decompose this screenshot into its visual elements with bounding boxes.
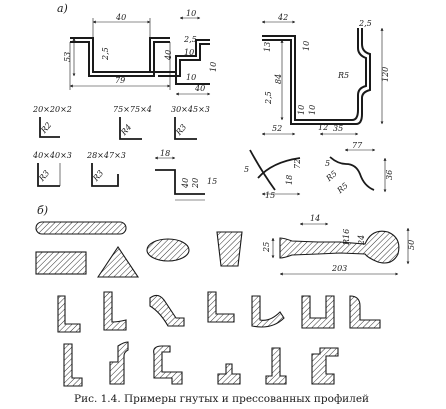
dim-label: R5 bbox=[335, 181, 350, 196]
section-b-label: б) bbox=[37, 204, 48, 217]
profile-stepped-z: 10 2,5 40 10 10 10 40 bbox=[150, 9, 218, 96]
profile-formed-channel: 42 10 2,5 13 84 2,5 R5 120 10 10 12 52 3… bbox=[261, 13, 390, 136]
profile-small-z: 18 15 40 20 bbox=[154, 149, 217, 201]
dim-label: 79 bbox=[115, 76, 125, 85]
dim-label: 18 bbox=[160, 149, 170, 158]
dim-label: 12 bbox=[318, 123, 328, 132]
dim-label: 15 bbox=[265, 191, 275, 200]
dim-label: 10 bbox=[186, 9, 196, 18]
dim-label: 10 bbox=[186, 73, 196, 82]
dim-label: 203 bbox=[331, 264, 347, 273]
dim-label: 14 bbox=[310, 214, 320, 223]
dim-label: 77 bbox=[352, 141, 363, 150]
dim-label: 10 bbox=[209, 62, 218, 72]
dim-label: 84 bbox=[274, 74, 283, 84]
dim-label: 42 bbox=[277, 13, 288, 22]
dim-label: 13 bbox=[263, 42, 272, 52]
dim-label: 2,5 bbox=[183, 35, 197, 44]
angle-label: 75×75×4 bbox=[113, 105, 152, 114]
dim-label: 35 bbox=[333, 124, 343, 133]
angle-label: 20×20×2 bbox=[32, 105, 72, 114]
dim-label: R16 bbox=[342, 229, 351, 246]
angle-label: 40×40×3 bbox=[32, 151, 72, 160]
dim-label: 52 bbox=[272, 124, 282, 133]
dim-label: 10 bbox=[184, 48, 194, 57]
dim-label: 53 bbox=[63, 52, 72, 62]
dim-label: 40 bbox=[164, 50, 173, 61]
angle-profiles: 20×20×2 R2 75×75×4 R4 30×45×3 R3 40×40×3… bbox=[32, 105, 210, 187]
dim-label: R5 bbox=[324, 169, 339, 184]
dim-label: 25 bbox=[262, 242, 271, 253]
dim-label: 2,5 bbox=[358, 19, 372, 28]
dim-label: 72 bbox=[293, 159, 302, 169]
pressed-basic-shapes bbox=[35, 221, 243, 278]
dim-label: 5 bbox=[325, 159, 330, 168]
dim-label: 40 bbox=[115, 13, 126, 22]
profile-dumbbell-bar: 14 25 R16 24 50 203 bbox=[262, 214, 416, 276]
profile-curved-t: 5 72 15 18 bbox=[244, 149, 302, 200]
dim-label: 40 bbox=[194, 84, 205, 93]
dim-label: 36 bbox=[385, 170, 394, 180]
dim-label: R5 bbox=[337, 71, 349, 80]
pressed-profiles-row-1 bbox=[57, 291, 381, 333]
angle-label: 30×45×3 bbox=[171, 105, 210, 114]
section-a-label: а) bbox=[57, 2, 68, 15]
dim-label: 120 bbox=[381, 67, 390, 82]
dim-label: 10 bbox=[302, 41, 311, 51]
dim-label: 40 bbox=[181, 178, 190, 189]
dim-label: 18 bbox=[285, 175, 294, 185]
dim-label: 10 bbox=[297, 105, 306, 115]
dim-label: 24 bbox=[357, 235, 366, 246]
angle-label: 28×47×3 bbox=[86, 151, 126, 160]
figure-caption: Рис. 1.4. Примеры гнутых и прессованных … bbox=[74, 393, 369, 405]
dim-label: 2,5 bbox=[101, 47, 110, 61]
profile-hook: 77 5 R5 R5 36 bbox=[324, 141, 394, 196]
pressed-profiles-row-2 bbox=[63, 341, 339, 387]
dim-label: 50 bbox=[407, 240, 416, 250]
dim-label: 20 bbox=[191, 178, 200, 189]
dim-label: 2,5 bbox=[264, 91, 273, 105]
dim-label: 15 bbox=[207, 177, 217, 186]
profile-hat-channel: 40 53 2,5 79 bbox=[63, 13, 171, 90]
dim-label: 5 bbox=[244, 165, 249, 174]
dim-label: 10 bbox=[308, 105, 317, 115]
